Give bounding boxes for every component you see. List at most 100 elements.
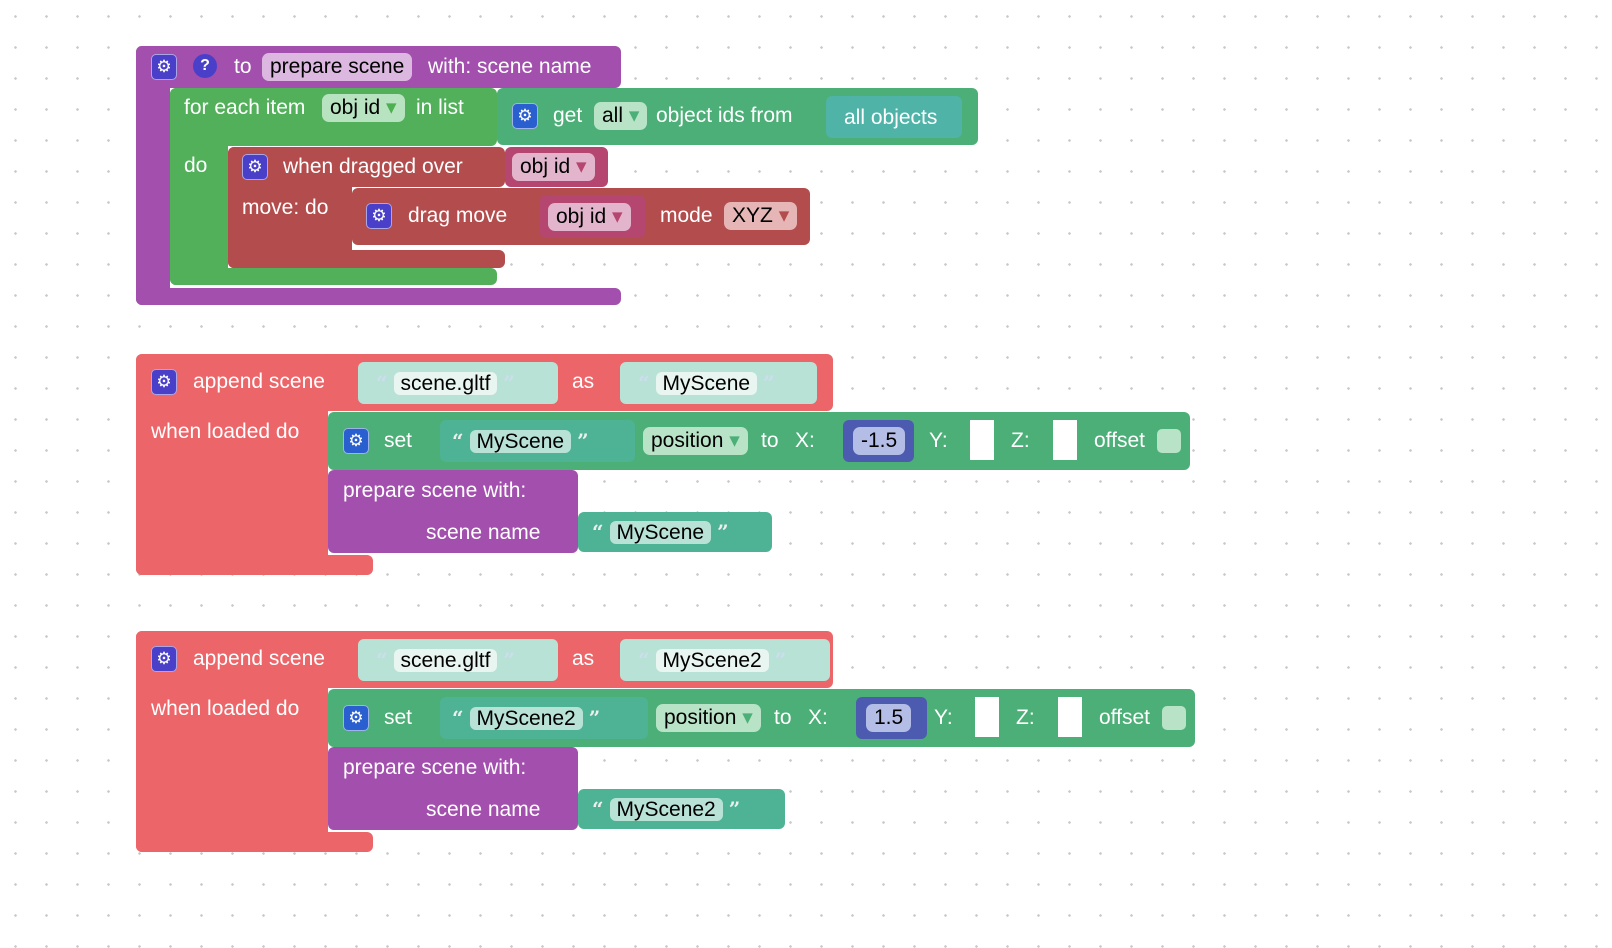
file-text-block[interactable]: “scene.gltf” bbox=[358, 362, 558, 404]
gear-icon[interactable]: ⚙ bbox=[366, 203, 392, 229]
x-number-block[interactable]: -1.5 bbox=[843, 420, 914, 462]
quote-open-icon: “ bbox=[376, 371, 388, 395]
var-label: obj id bbox=[520, 155, 571, 178]
z-empty-slot[interactable] bbox=[1058, 697, 1082, 737]
file-value[interactable]: scene.gltf bbox=[393, 649, 498, 672]
name-value[interactable]: MyScene bbox=[655, 372, 758, 395]
mesh-name-value[interactable]: MyScene bbox=[469, 430, 572, 453]
mode-dropdown[interactable]: XYZ ▾ bbox=[724, 202, 798, 230]
procedure-name-field[interactable]: prepare scene bbox=[262, 53, 413, 81]
quote-close-icon: ” bbox=[763, 371, 775, 395]
dropdown-arrow-icon: ▾ bbox=[628, 104, 640, 127]
quote-close-icon: ” bbox=[774, 648, 787, 672]
gear-icon[interactable]: ⚙ bbox=[343, 428, 369, 454]
scenename-label: scene name bbox=[426, 798, 541, 821]
gear-icon[interactable]: ⚙ bbox=[343, 705, 369, 731]
quote-open-icon: “ bbox=[638, 371, 650, 395]
append-footer bbox=[136, 555, 373, 575]
quote-open-icon: “ bbox=[592, 797, 604, 821]
get-label: get bbox=[553, 104, 583, 127]
mode-value: XYZ bbox=[732, 204, 773, 227]
file-text-block[interactable]: “scene.gltf” bbox=[358, 639, 558, 681]
dropdown-arrow-icon: ▾ bbox=[729, 429, 740, 452]
x-value[interactable]: -1.5 bbox=[853, 427, 906, 455]
prepare-scene-call-block[interactable] bbox=[328, 470, 578, 553]
prepare-label: prepare scene with: bbox=[343, 756, 527, 779]
obj-id-dropdown[interactable]: obj id ▾ bbox=[512, 153, 595, 181]
dragged-label: when dragged over bbox=[283, 155, 463, 178]
all-value: all bbox=[602, 104, 624, 127]
var-label: obj id bbox=[330, 96, 381, 119]
procedure-spine bbox=[136, 46, 170, 305]
property-dropdown[interactable]: position ▾ bbox=[643, 427, 748, 455]
quote-close-icon: ” bbox=[503, 371, 515, 395]
y-empty-slot[interactable] bbox=[975, 697, 999, 737]
dropdown-arrow-icon: ▾ bbox=[576, 155, 587, 178]
name-text-block[interactable]: “MyScene2” bbox=[620, 639, 830, 681]
property-value: position bbox=[651, 429, 724, 452]
dropdown-arrow-icon: ▾ bbox=[778, 204, 790, 227]
z-label: Z: bbox=[1016, 706, 1035, 729]
y-label: Y: bbox=[934, 706, 953, 729]
gear-icon[interactable]: ⚙ bbox=[151, 369, 177, 395]
y-label: Y: bbox=[929, 429, 948, 452]
scenename-label: scene name bbox=[426, 521, 541, 544]
objids-label: object ids from bbox=[656, 104, 793, 127]
name-text-block[interactable]: “MyScene” bbox=[620, 362, 817, 404]
offset-label: offset bbox=[1099, 706, 1150, 729]
help-icon[interactable]: ? bbox=[193, 54, 217, 78]
set-label: set bbox=[384, 706, 413, 729]
movedo-label: move: do bbox=[242, 196, 329, 219]
foreach-label: for each item bbox=[184, 96, 306, 119]
quote-open-icon: “ bbox=[592, 520, 604, 544]
scene-name-text-block[interactable]: “MyScene2” bbox=[578, 789, 785, 829]
gear-icon[interactable]: ⚙ bbox=[151, 646, 177, 672]
append-label: append scene bbox=[193, 647, 325, 670]
offset-checkbox[interactable] bbox=[1157, 429, 1181, 453]
as-label: as bbox=[572, 647, 595, 670]
quote-open-icon: “ bbox=[452, 429, 464, 453]
x-number-block[interactable]: 1.5 bbox=[856, 697, 927, 739]
loaded-label: when loaded do bbox=[151, 420, 300, 443]
quote-close-icon: ” bbox=[728, 797, 741, 821]
scene-name-text-block[interactable]: “MyScene” bbox=[578, 512, 772, 552]
quote-close-icon: ” bbox=[503, 648, 515, 672]
x-value[interactable]: 1.5 bbox=[866, 704, 912, 732]
offset-checkbox[interactable] bbox=[1162, 706, 1186, 730]
mode-label: mode bbox=[660, 204, 713, 227]
z-label: Z: bbox=[1011, 429, 1030, 452]
offset-label: offset bbox=[1094, 429, 1145, 452]
quote-open-icon: “ bbox=[452, 706, 464, 730]
y-empty-slot[interactable] bbox=[970, 420, 994, 460]
gear-icon[interactable]: ⚙ bbox=[242, 154, 268, 180]
quote-close-icon: ” bbox=[717, 520, 729, 544]
quote-open-icon: “ bbox=[376, 648, 388, 672]
mesh-text-block[interactable]: “MyScene2” bbox=[440, 697, 648, 739]
prepare-scene-call-block[interactable] bbox=[328, 747, 578, 830]
loop-variable-dropdown[interactable]: obj id ▾ bbox=[322, 94, 405, 122]
obj-id-dropdown[interactable]: obj id ▾ bbox=[548, 203, 631, 231]
inlist-label: in list bbox=[416, 96, 464, 119]
scene-name-value[interactable]: MyScene bbox=[609, 521, 712, 544]
property-value: position bbox=[664, 706, 737, 729]
scene-name-value[interactable]: MyScene2 bbox=[609, 798, 723, 821]
z-empty-slot[interactable] bbox=[1053, 420, 1077, 460]
gear-icon[interactable]: ⚙ bbox=[151, 54, 177, 80]
gear-icon[interactable]: ⚙ bbox=[512, 103, 538, 129]
dragmove-label: drag move bbox=[408, 204, 508, 227]
prepare-label: prepare scene with: bbox=[343, 479, 527, 502]
mesh-name-value[interactable]: MyScene2 bbox=[469, 707, 583, 730]
all-objects-label: all objects bbox=[844, 106, 938, 129]
name-value[interactable]: MyScene2 bbox=[655, 649, 769, 672]
all-dropdown[interactable]: all ▾ bbox=[594, 102, 648, 130]
append-footer bbox=[136, 832, 373, 852]
dropdown-arrow-icon: ▾ bbox=[612, 205, 623, 228]
property-dropdown[interactable]: position ▾ bbox=[656, 704, 761, 732]
foreach-footer bbox=[170, 268, 497, 285]
mesh-text-block[interactable]: “MyScene” bbox=[440, 420, 635, 462]
append-label: append scene bbox=[193, 370, 325, 393]
file-value[interactable]: scene.gltf bbox=[393, 372, 498, 395]
params-label: with: scene name bbox=[428, 55, 592, 78]
all-objects-block[interactable]: all objects bbox=[826, 96, 962, 138]
to-label: to bbox=[761, 429, 779, 452]
